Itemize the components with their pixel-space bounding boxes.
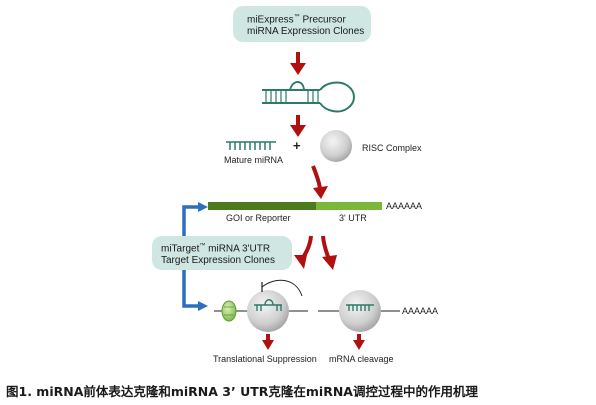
target-brand: miTarget xyxy=(161,243,200,255)
goi-reporter-label: GOI or Reporter xyxy=(226,213,291,223)
figure-caption: 图1. miRNA前体表达克隆和miRNA 3’ UTR克隆在miRNA调控过程… xyxy=(6,384,478,399)
risc-complex-label: RISC Complex xyxy=(362,143,422,153)
translational-suppression-scene xyxy=(214,279,308,332)
goi-segment xyxy=(208,202,316,210)
precursor-brand: miExpress xyxy=(247,14,294,26)
precursor-trademark: ™ xyxy=(293,14,300,20)
translational-suppression-label: Translational Suppression xyxy=(213,354,317,364)
target-box-line1: miTarget™ miRNA 3'UTR xyxy=(161,240,292,255)
blue-arrowhead-top xyxy=(198,202,208,212)
blue-arrowhead-bottom xyxy=(198,301,208,311)
mrna-cleavage-label: mRNA cleavage xyxy=(329,354,394,364)
red-down-arrow-2 xyxy=(290,115,306,137)
precursor-box-line1: miExpress™ Precursor xyxy=(247,11,371,26)
red-curved-arrow xyxy=(311,165,328,199)
red-down-arrow-left-final xyxy=(262,334,274,350)
blue-bracket-arrow xyxy=(182,205,199,308)
mature-mirna-label: Mature miRNA xyxy=(224,155,284,165)
mrna-cleavage-scene xyxy=(318,290,400,332)
precursor-line1-rest: Precursor xyxy=(299,14,346,26)
mrna-construct xyxy=(208,202,382,210)
precursor-clones-box: miExpress™ Precursor miRNA Expression Cl… xyxy=(233,6,371,42)
mature-mirna-strand xyxy=(226,141,276,150)
utr-label: 3' UTR xyxy=(339,213,367,223)
target-box-line2: Target Expression Clones xyxy=(161,255,275,267)
risc-sphere-right xyxy=(339,290,381,332)
red-down-arrow-1 xyxy=(290,52,306,75)
precursor-hairpin xyxy=(262,81,355,113)
target-line1-rest: miRNA 3'UTR xyxy=(205,243,271,255)
target-trademark: ™ xyxy=(199,243,206,249)
poly-a-tail-cleavage-label: AAAAAA xyxy=(402,306,439,316)
red-down-arrow-right-final xyxy=(353,334,365,350)
precursor-box-line2: miRNA Expression Clones xyxy=(247,26,365,38)
ribosome xyxy=(221,300,237,322)
utr-segment xyxy=(316,202,382,210)
target-clones-box: miTarget™ miRNA 3'UTR Target Expression … xyxy=(152,236,292,270)
risc-complex-shading xyxy=(320,130,352,162)
red-split-arrows xyxy=(294,235,337,270)
poly-a-tail-label: AAAAAA xyxy=(386,201,423,211)
plus-sign: + xyxy=(293,138,301,153)
bound-mirna-left xyxy=(254,299,282,311)
bound-mirna-right xyxy=(346,304,374,311)
risc-sphere-left xyxy=(247,290,289,332)
inhibition-arc xyxy=(261,279,303,297)
